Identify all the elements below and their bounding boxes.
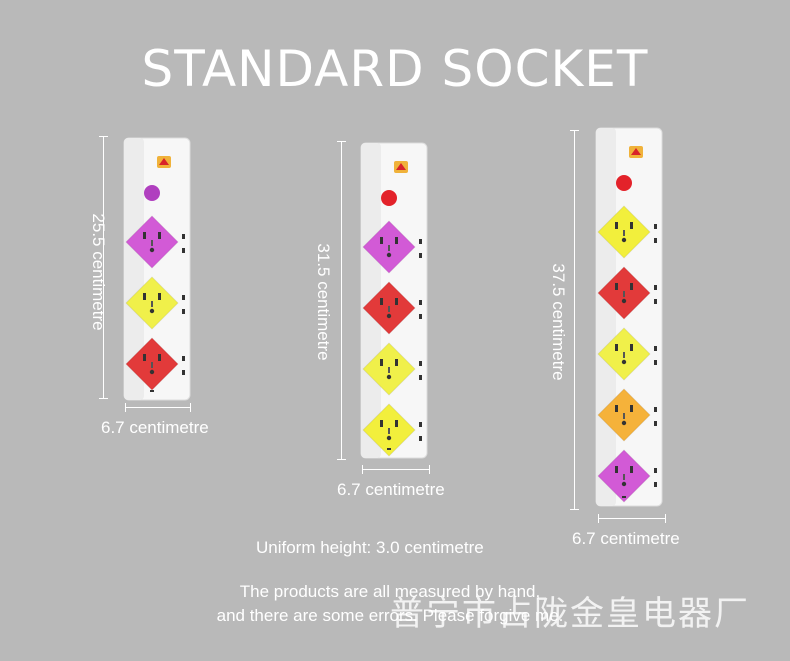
uniform-height-note: Uniform height: 3.0 centimetre <box>256 538 484 557</box>
height-dimension-line <box>337 141 346 460</box>
side-slot-icon <box>419 239 422 258</box>
indicator-light-icon <box>616 175 632 191</box>
socket-outlet-icon <box>362 403 416 457</box>
brand-logo-icon <box>629 146 643 158</box>
height-dimension-line <box>570 130 579 510</box>
disclaimer-line-2: and there are some errors. Please forgiv… <box>216 606 564 625</box>
width-dimension-line <box>362 465 430 474</box>
height-label: 37.5 centimetre <box>549 263 568 381</box>
bottom-slot <box>387 448 391 450</box>
disclaimer-line-1: The products are all measured by hand, <box>239 582 541 601</box>
side-slot-icon <box>419 300 422 319</box>
side-slot-icon <box>654 285 657 304</box>
socket-outlet-icon <box>362 281 416 335</box>
side-slot-icon <box>182 356 185 375</box>
strip-bevel <box>124 138 144 400</box>
side-slot-icon <box>654 407 657 426</box>
socket-outlet-icon <box>597 266 651 320</box>
power-strip-5-socket <box>595 127 663 507</box>
width-dimension-line <box>598 514 666 523</box>
side-slot-icon <box>654 468 657 487</box>
socket-outlet-icon <box>125 276 179 330</box>
side-slot-icon <box>182 295 185 314</box>
socket-outlet-icon <box>125 215 179 269</box>
bottom-slot <box>622 496 626 498</box>
side-slot-icon <box>419 422 422 441</box>
socket-outlet-icon <box>597 388 651 442</box>
socket-outlet-icon <box>362 342 416 396</box>
socket-outlet-icon <box>597 205 651 259</box>
watermark: 普宁市占陇金皇电器厂 <box>390 594 750 634</box>
socket-outlet-icon <box>597 449 651 503</box>
width-dimension-line <box>125 403 191 412</box>
brand-logo-icon <box>157 156 171 168</box>
width-label: 6.7 centimetre <box>101 418 209 437</box>
strip-bevel <box>596 128 616 506</box>
width-label: 6.7 centimetre <box>337 480 445 499</box>
brand-logo-icon <box>394 161 408 173</box>
socket-outlet-icon <box>597 327 651 381</box>
indicator-light-icon <box>144 185 160 201</box>
indicator-light-icon <box>381 190 397 206</box>
power-strip-4-socket <box>360 142 428 459</box>
height-label: 31.5 centimetre <box>314 243 333 361</box>
width-label: 6.7 centimetre <box>572 529 680 548</box>
height-label: 25.5 centimetre <box>89 213 108 331</box>
side-slot-icon <box>654 224 657 243</box>
power-strip-3-socket <box>123 137 191 401</box>
bottom-slot <box>150 390 154 392</box>
side-slot-icon <box>182 234 185 253</box>
side-slot-icon <box>654 346 657 365</box>
page-title: STANDARD SOCKET <box>141 40 649 98</box>
side-slot-icon <box>419 361 422 380</box>
socket-outlet-icon <box>362 220 416 274</box>
height-dimension-line <box>99 136 108 399</box>
